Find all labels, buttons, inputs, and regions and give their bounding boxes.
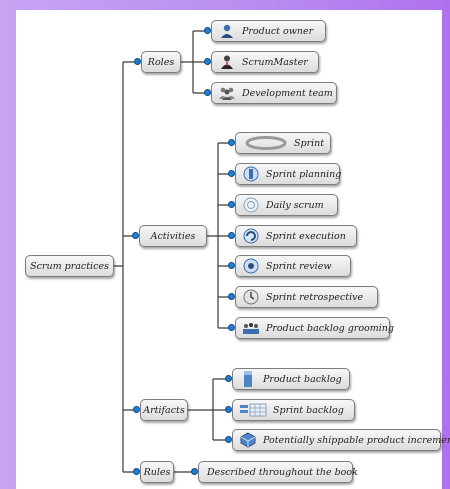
activity-sprint[interactable]: Sprint — [235, 132, 331, 154]
artifact-label: Potentially shippable product increment — [263, 434, 450, 446]
connector-dot — [228, 170, 235, 177]
connector-dot — [191, 468, 198, 475]
rules-description[interactable]: Described throughout the book — [198, 461, 358, 483]
review-icon — [242, 257, 260, 275]
role-development-team[interactable]: Development team — [211, 82, 337, 104]
connector-dot — [225, 375, 232, 382]
activity-daily-scrum[interactable]: Daily scrum — [235, 194, 338, 216]
rules-label: Described throughout the book — [207, 466, 358, 478]
execution-icon — [242, 227, 260, 245]
activity-label: Sprint retrospective — [266, 291, 364, 303]
branch-artifacts[interactable]: Artifacts — [140, 399, 188, 421]
connector-dot — [228, 293, 235, 300]
sprint-backlog-icon — [239, 401, 267, 419]
connector-dot — [228, 201, 235, 208]
activity-label: Product backlog grooming — [266, 322, 394, 334]
connector-dot — [225, 406, 232, 413]
branch-activities[interactable]: Activities — [139, 225, 207, 247]
activity-sprint-retrospective[interactable]: Sprint retrospective — [235, 286, 378, 308]
role-label: Product owner — [242, 25, 314, 37]
role-scrummaster[interactable]: ScrumMaster — [211, 51, 319, 73]
role-label: ScrumMaster — [242, 56, 308, 68]
root-node[interactable]: Scrum practices — [25, 255, 114, 277]
branch-rules-label: Rules — [143, 466, 171, 478]
activity-sprint-execution[interactable]: Sprint execution — [235, 225, 357, 247]
shippable-increment-icon — [239, 431, 257, 449]
artifact-label: Sprint backlog — [273, 404, 344, 416]
branch-roles[interactable]: Roles — [141, 51, 181, 73]
connector-dot — [134, 58, 141, 65]
artifact-shippable-increment[interactable]: Potentially shippable product increment — [232, 429, 450, 451]
grooming-icon — [242, 319, 260, 337]
connector-dot — [228, 232, 235, 239]
activity-product-backlog-grooming[interactable]: Product backlog grooming — [235, 317, 394, 339]
branch-roles-label: Roles — [147, 56, 175, 68]
scrummaster-icon — [218, 53, 236, 71]
connector-dot — [228, 324, 235, 331]
product-backlog-icon — [239, 370, 257, 388]
connector-dot — [228, 139, 235, 146]
person-icon — [218, 22, 236, 40]
activity-label: Daily scrum — [266, 199, 324, 211]
artifact-sprint-backlog[interactable]: Sprint backlog — [232, 399, 355, 421]
planning-icon — [242, 165, 260, 183]
artifact-product-backlog[interactable]: Product backlog — [232, 368, 350, 390]
branch-rules[interactable]: Rules — [140, 461, 174, 483]
team-icon — [218, 84, 236, 102]
connector-dot — [204, 89, 211, 96]
branch-activities-label: Activities — [150, 230, 196, 242]
branch-artifacts-label: Artifacts — [143, 404, 185, 416]
daily-scrum-icon — [242, 196, 260, 214]
retrospective-icon — [242, 288, 260, 306]
artifact-label: Product backlog — [263, 373, 342, 385]
connector-dot — [204, 27, 211, 34]
activity-label: Sprint review — [266, 260, 332, 272]
connector-dot — [204, 58, 211, 65]
role-label: Development team — [242, 87, 333, 99]
activity-label: Sprint planning — [266, 168, 342, 180]
sprint-loop-icon — [244, 134, 288, 152]
activity-sprint-planning[interactable]: Sprint planning — [235, 163, 342, 185]
connector-dot — [133, 468, 140, 475]
role-product-owner[interactable]: Product owner — [211, 20, 326, 42]
activity-label: Sprint execution — [266, 230, 346, 242]
activity-label: Sprint — [294, 137, 325, 149]
root-label: Scrum practices — [30, 260, 109, 272]
activity-sprint-review[interactable]: Sprint review — [235, 255, 351, 277]
connector-dot — [133, 406, 140, 413]
connector-dot — [225, 436, 232, 443]
connector-dot — [132, 232, 139, 239]
connector-dot — [228, 262, 235, 269]
